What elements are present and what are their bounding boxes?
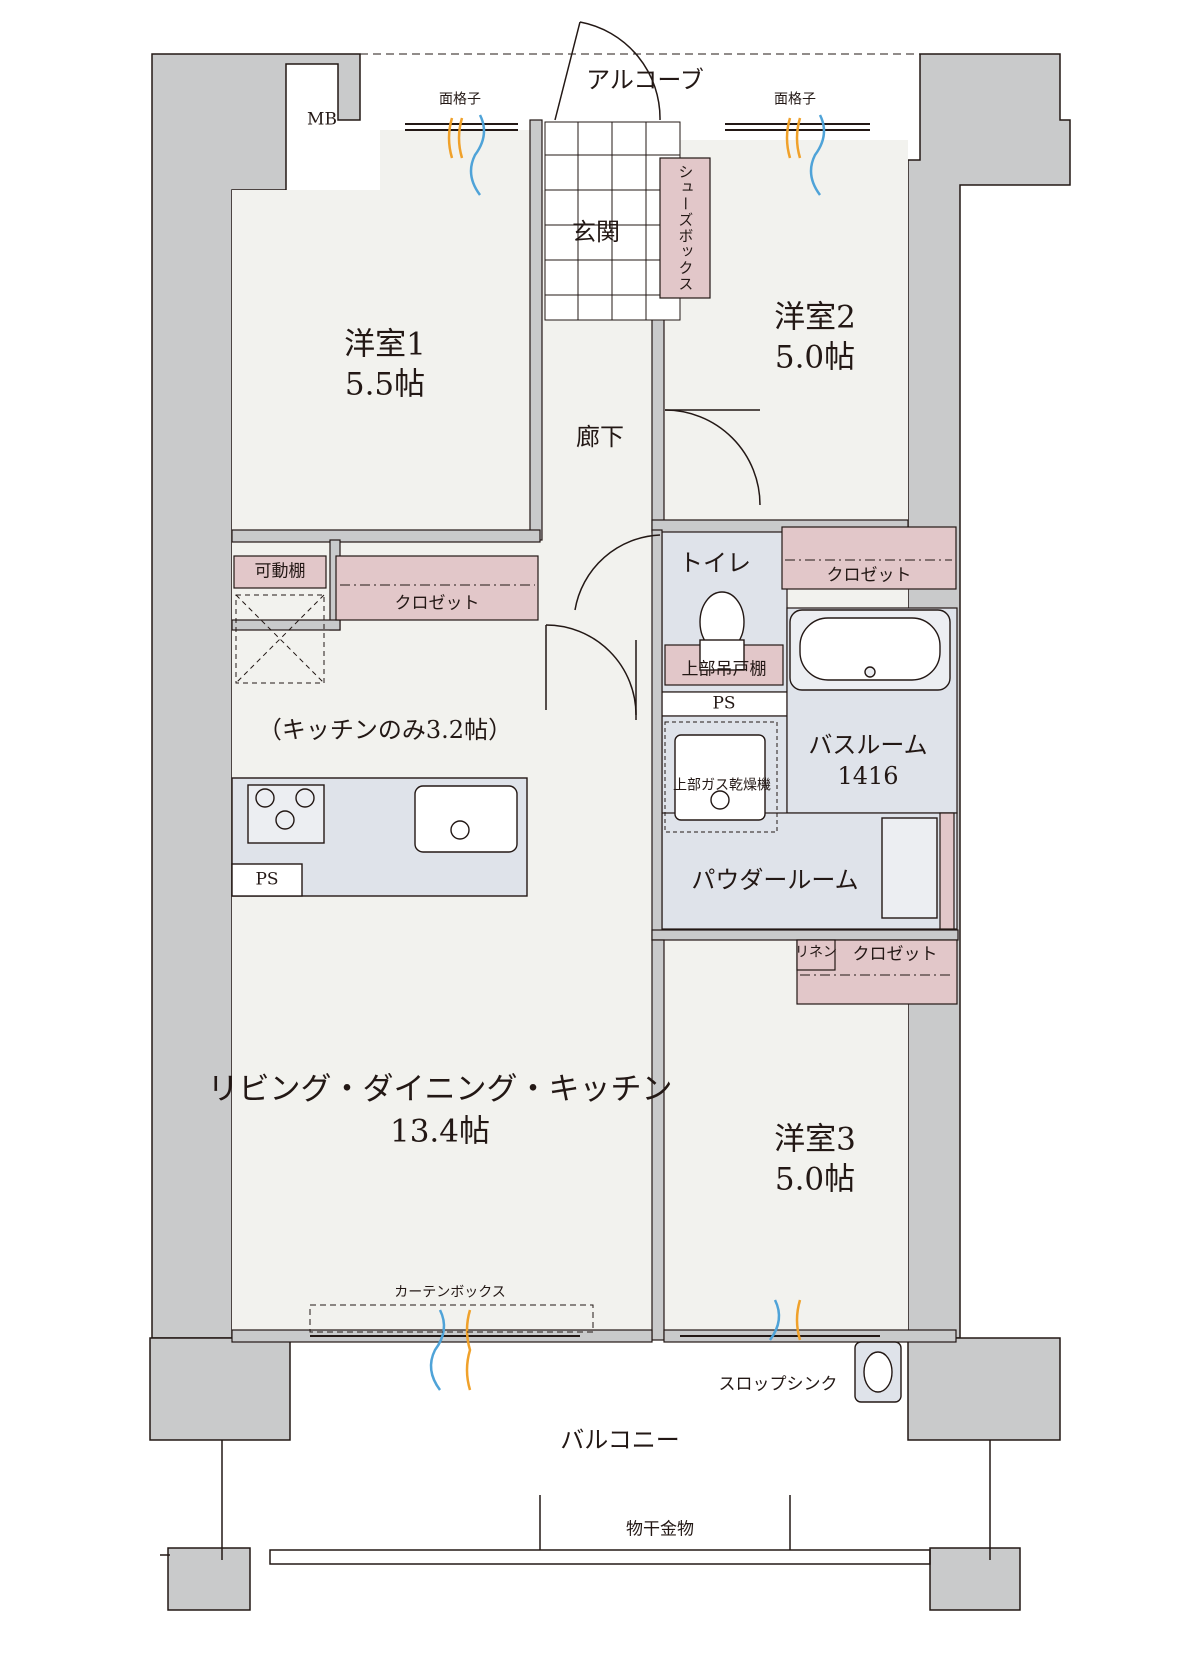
toilet-label: トイレ [679, 549, 751, 577]
curtain-box-outline [309, 1304, 594, 1333]
upper-shelf-label: 上部吊戸棚 [681, 659, 767, 680]
ps-toilet-label: PS [712, 693, 736, 714]
closet-western1-label: クロゼット [394, 593, 480, 614]
closet-centerlines [340, 559, 952, 976]
washer-fixture [674, 734, 766, 821]
door-swings [545, 21, 761, 720]
interior-walls [231, 119, 959, 1343]
closet-western2-label: クロゼット [826, 565, 912, 586]
storage-void [235, 594, 325, 684]
western-room-2-name: 洋室2 [774, 299, 856, 336]
western-room-3-name: 洋室3 [774, 1121, 856, 1158]
slop-sink-label: スロップシンク [718, 1374, 838, 1395]
mb-label: MB [307, 109, 337, 130]
vanity-fixture [881, 817, 938, 919]
toilet-fixture [699, 591, 745, 671]
gas-dryer-label: 上部ガス乾燥機 [673, 777, 771, 794]
slop-sink-fixture [854, 1341, 902, 1403]
western-room-1-size: 5.5帖 [344, 366, 426, 403]
closet-western3-label: クロゼット [852, 944, 938, 965]
movable-shelf-label: 可動棚 [254, 561, 306, 582]
ldk-name: リビング・ダイニング・キッチン [207, 1071, 673, 1108]
bathroom-name: バスルーム [808, 731, 928, 759]
shoe-box [659, 157, 711, 299]
washer-area [664, 721, 778, 833]
balcony-railing [160, 1440, 991, 1565]
kitchen-counter [231, 777, 528, 897]
entrance-tile-grid [544, 121, 681, 321]
linen-label: リネン [795, 944, 837, 961]
structural-walls [149, 53, 1071, 1611]
lattice-right-label: 面格子 [774, 91, 816, 108]
bathroom-size: 1416 [837, 762, 899, 790]
shoe-box-label: シューズボックス [676, 164, 695, 292]
closets [233, 526, 958, 1005]
powder-room-label: パウダールーム [691, 866, 859, 894]
hallway-label: 廊下 [576, 423, 624, 451]
western-room-3-size: 5.0帖 [774, 1161, 856, 1198]
entrance-label: 玄関 [572, 218, 620, 246]
lattice-left-label: 面格子 [439, 91, 481, 108]
balcony-label: バルコニー [560, 1426, 680, 1454]
alcove-label: アルコーブ [586, 66, 704, 94]
western-room-1-name: 洋室1 [344, 326, 426, 363]
vent-markers [429, 114, 826, 1391]
western-room-2-size: 5.0帖 [774, 339, 856, 376]
kitchen-note: （キッチンのみ3.2帖） [257, 716, 513, 744]
curtain-box-label: カーテンボックス [394, 1284, 506, 1301]
ldk-size: 13.4帖 [389, 1113, 491, 1150]
ps-kitchen-label: PS [255, 869, 279, 890]
drying-rack-label: 物干金物 [626, 1519, 694, 1540]
bathtub-fixture [789, 609, 951, 691]
